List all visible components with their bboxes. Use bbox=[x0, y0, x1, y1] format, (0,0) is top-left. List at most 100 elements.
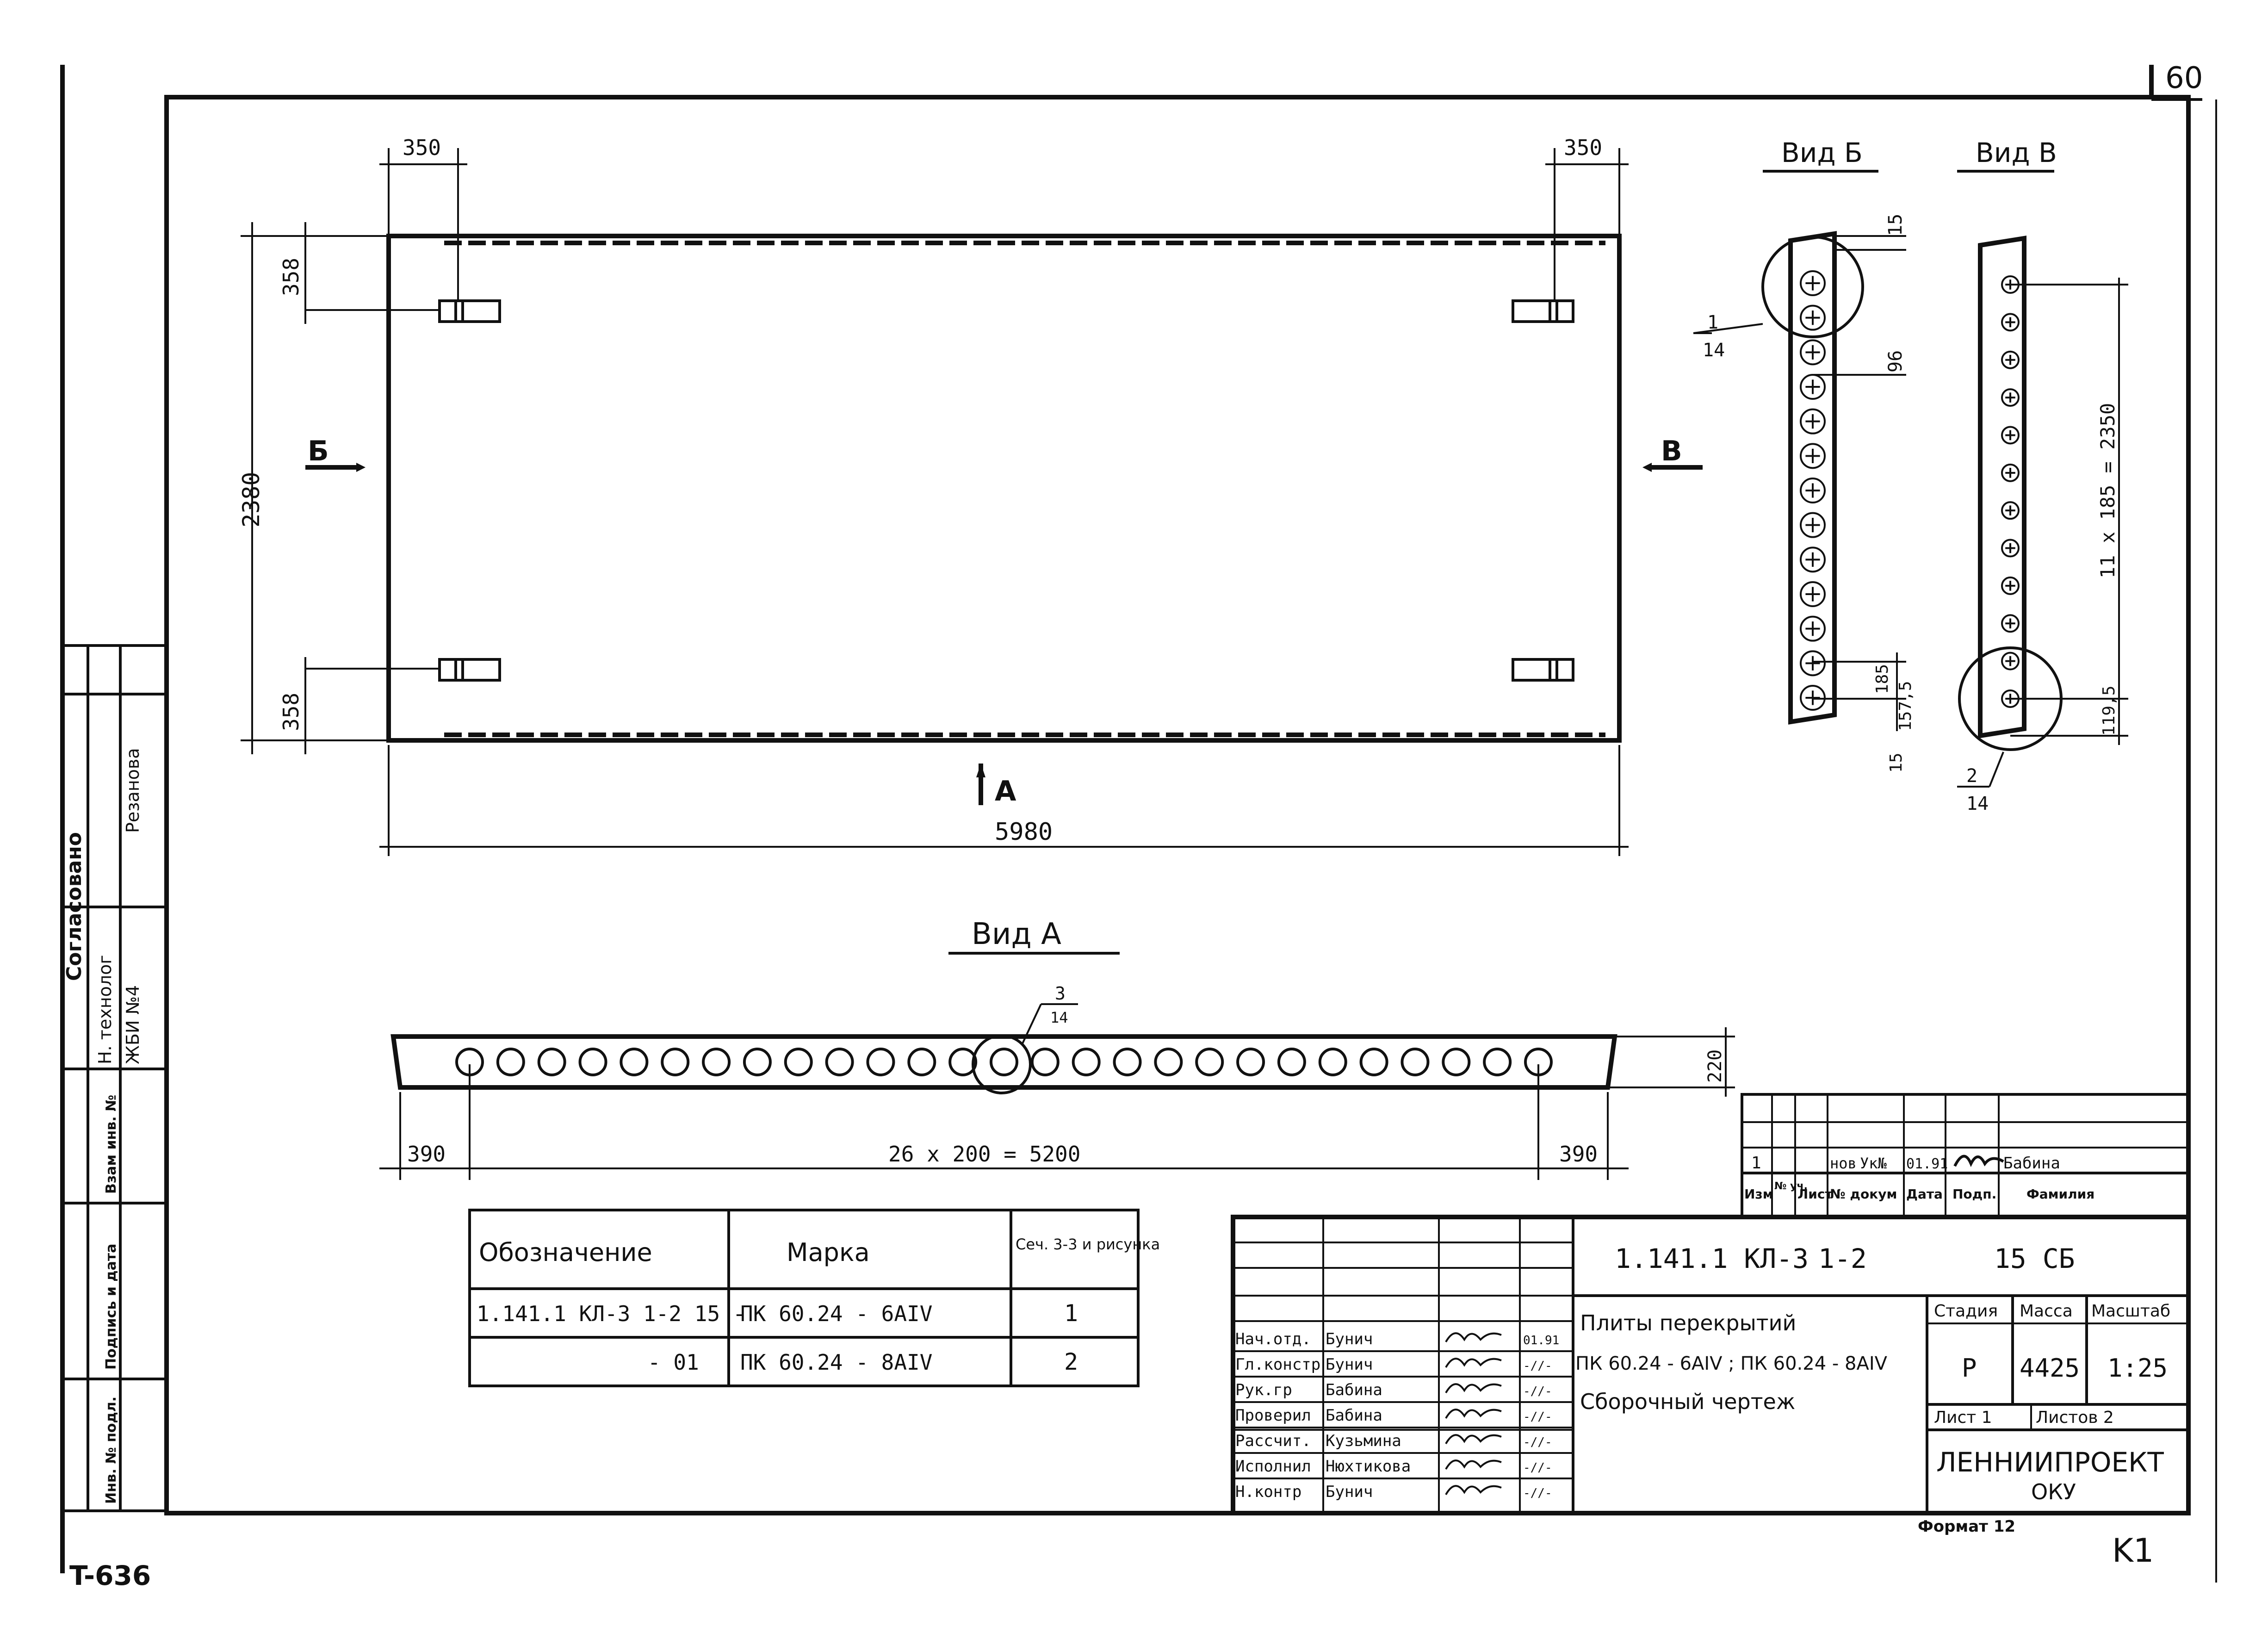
view-b-section bbox=[1788, 231, 1837, 725]
view-a-holes bbox=[455, 1048, 1553, 1076]
hole bbox=[784, 1048, 813, 1076]
stamp-cell: Взам инв. № bbox=[103, 1095, 119, 1194]
rev-cell: 1 bbox=[1751, 1154, 1761, 1173]
title-line: Сборочный чертеж bbox=[1580, 1389, 1795, 1414]
callout-1-number: 1 bbox=[1707, 312, 1718, 333]
stamp-name: Резанова bbox=[123, 748, 143, 833]
spec-header-mark: Марка bbox=[787, 1238, 870, 1267]
revision-block: 1 нов Ук№ 01.91 Бабина Изм № уч. Лист № … bbox=[1741, 1093, 2190, 1218]
hole bbox=[1800, 339, 1826, 366]
hole bbox=[1195, 1048, 1224, 1076]
dim-left-offset: 350 bbox=[403, 135, 441, 160]
title-designation: 1.141.1 КЛ-3 bbox=[1615, 1243, 1809, 1274]
rev-cell: нов bbox=[1830, 1155, 1857, 1172]
view-a: Вид А 3 14 220 390 26 x 200 = 5200 390 bbox=[379, 917, 1735, 1180]
signer-signature bbox=[1445, 1332, 1502, 1343]
stage-label: Стадия bbox=[1934, 1302, 1998, 1321]
callout-1-sheet: 14 bbox=[1703, 340, 1725, 361]
view-a-dim-right: 390 bbox=[1559, 1142, 1598, 1167]
signer-name: Бабина bbox=[1326, 1381, 1382, 1399]
view-b-dim-185: 185 bbox=[1873, 664, 1892, 694]
view-b-marker: Б bbox=[308, 435, 329, 467]
mass-value: 4425 bbox=[2020, 1353, 2080, 1383]
hole bbox=[2001, 539, 2020, 558]
view-a-dim-spacing: 26 x 200 = 5200 bbox=[888, 1142, 1080, 1167]
hole bbox=[2001, 463, 2020, 482]
view-a-dim-left: 390 bbox=[407, 1142, 446, 1167]
rev-header: Лист bbox=[1797, 1186, 1833, 1202]
plan-view: 350 350 358 358 2380 5980 Б В А bbox=[238, 135, 1703, 856]
view-a-marker: А bbox=[995, 775, 1016, 807]
view-b: Вид Б 1 14 15 96 185 157,5 15 bbox=[1693, 137, 1915, 773]
dim-top-358: 358 bbox=[279, 258, 304, 296]
spec-cell: - 01 bbox=[648, 1350, 699, 1375]
signer-name: Бунич bbox=[1326, 1330, 1373, 1348]
hole bbox=[1800, 443, 1826, 469]
signer-role: Гл.констр bbox=[1235, 1355, 1320, 1374]
signer-signature bbox=[1445, 1434, 1502, 1445]
rev-header: № уч. bbox=[1774, 1180, 1808, 1192]
signer-name: Кузьмина bbox=[1326, 1432, 1401, 1450]
hole bbox=[1277, 1048, 1306, 1076]
view-b-title: Вид Б bbox=[1781, 137, 1863, 168]
hole bbox=[1800, 581, 1826, 607]
spec-cell: ПК 60.24 - 6AIV bbox=[740, 1301, 932, 1326]
stamp-cell: Подпись и дата bbox=[103, 1244, 119, 1370]
hole bbox=[1154, 1048, 1183, 1076]
dim-height: 2380 bbox=[238, 472, 265, 528]
rev-cell: Ук№ bbox=[1860, 1155, 1887, 1172]
lifting-loop bbox=[438, 299, 501, 323]
rev-header: Фамилия bbox=[2026, 1186, 2094, 1202]
hole bbox=[1800, 478, 1826, 503]
dim-bottom-358: 358 bbox=[279, 693, 304, 731]
view-b-dim-15-top: 15 bbox=[1885, 214, 1906, 236]
view-v-title: Вид В bbox=[1976, 137, 2057, 168]
view-b-dim-157: 157,5 bbox=[1896, 681, 1915, 731]
signer-role: Н.контр bbox=[1235, 1483, 1301, 1501]
hole bbox=[1800, 374, 1826, 400]
rev-cell: 01.91 bbox=[1906, 1156, 1948, 1172]
lifting-loop bbox=[438, 658, 501, 682]
title-line: Плиты перекрытий bbox=[1580, 1310, 1796, 1335]
title-line: ПК 60.24 - 6AIV ; ПК 60.24 - 8AIV bbox=[1575, 1353, 1888, 1374]
spec-cell: 1 bbox=[1064, 1300, 1078, 1327]
rev-header: Подп. bbox=[1952, 1186, 1996, 1202]
dim-right-offset: 350 bbox=[1564, 135, 1602, 160]
hole bbox=[1359, 1048, 1388, 1076]
rev-header: Дата bbox=[1906, 1186, 1943, 1202]
hole bbox=[2001, 652, 2020, 670]
sheet-label: Лист 1 bbox=[1934, 1408, 1992, 1427]
lifting-loop bbox=[1512, 299, 1574, 323]
hole bbox=[1483, 1048, 1512, 1076]
scale-value: 1:25 bbox=[2107, 1353, 2168, 1383]
hole bbox=[1236, 1048, 1265, 1076]
hole bbox=[1800, 512, 1826, 538]
hole bbox=[1800, 270, 1826, 296]
rev-signature bbox=[1953, 1155, 2004, 1167]
view-v-marker: В bbox=[1661, 435, 1682, 467]
slab-outline bbox=[386, 234, 1622, 743]
org-name: ЛЕННИИПРОЕКТ bbox=[1936, 1447, 2164, 1478]
view-v: Вид В 2 14 11 x 185 = 2350 119,5 bbox=[1957, 137, 2128, 814]
rev-header: № докум bbox=[1830, 1186, 1897, 1202]
hole bbox=[578, 1048, 607, 1076]
title-suffix: 15 СБ bbox=[1994, 1243, 2075, 1274]
hole bbox=[825, 1048, 854, 1076]
hole bbox=[948, 1048, 978, 1076]
hole bbox=[2001, 501, 2020, 520]
view-b-dim-15-bottom: 15 bbox=[1887, 753, 1906, 773]
signer-signature bbox=[1445, 1409, 1502, 1419]
hole bbox=[1800, 304, 1826, 331]
signer-date: -//- bbox=[1523, 1410, 1552, 1424]
hole bbox=[907, 1048, 936, 1076]
hole bbox=[866, 1048, 895, 1076]
signer-date: 01.91 bbox=[1523, 1334, 1559, 1347]
signer-name: Бунич bbox=[1326, 1483, 1373, 1501]
hole bbox=[990, 1048, 1018, 1076]
hole bbox=[2001, 614, 2020, 633]
signer-signature bbox=[1445, 1485, 1502, 1496]
